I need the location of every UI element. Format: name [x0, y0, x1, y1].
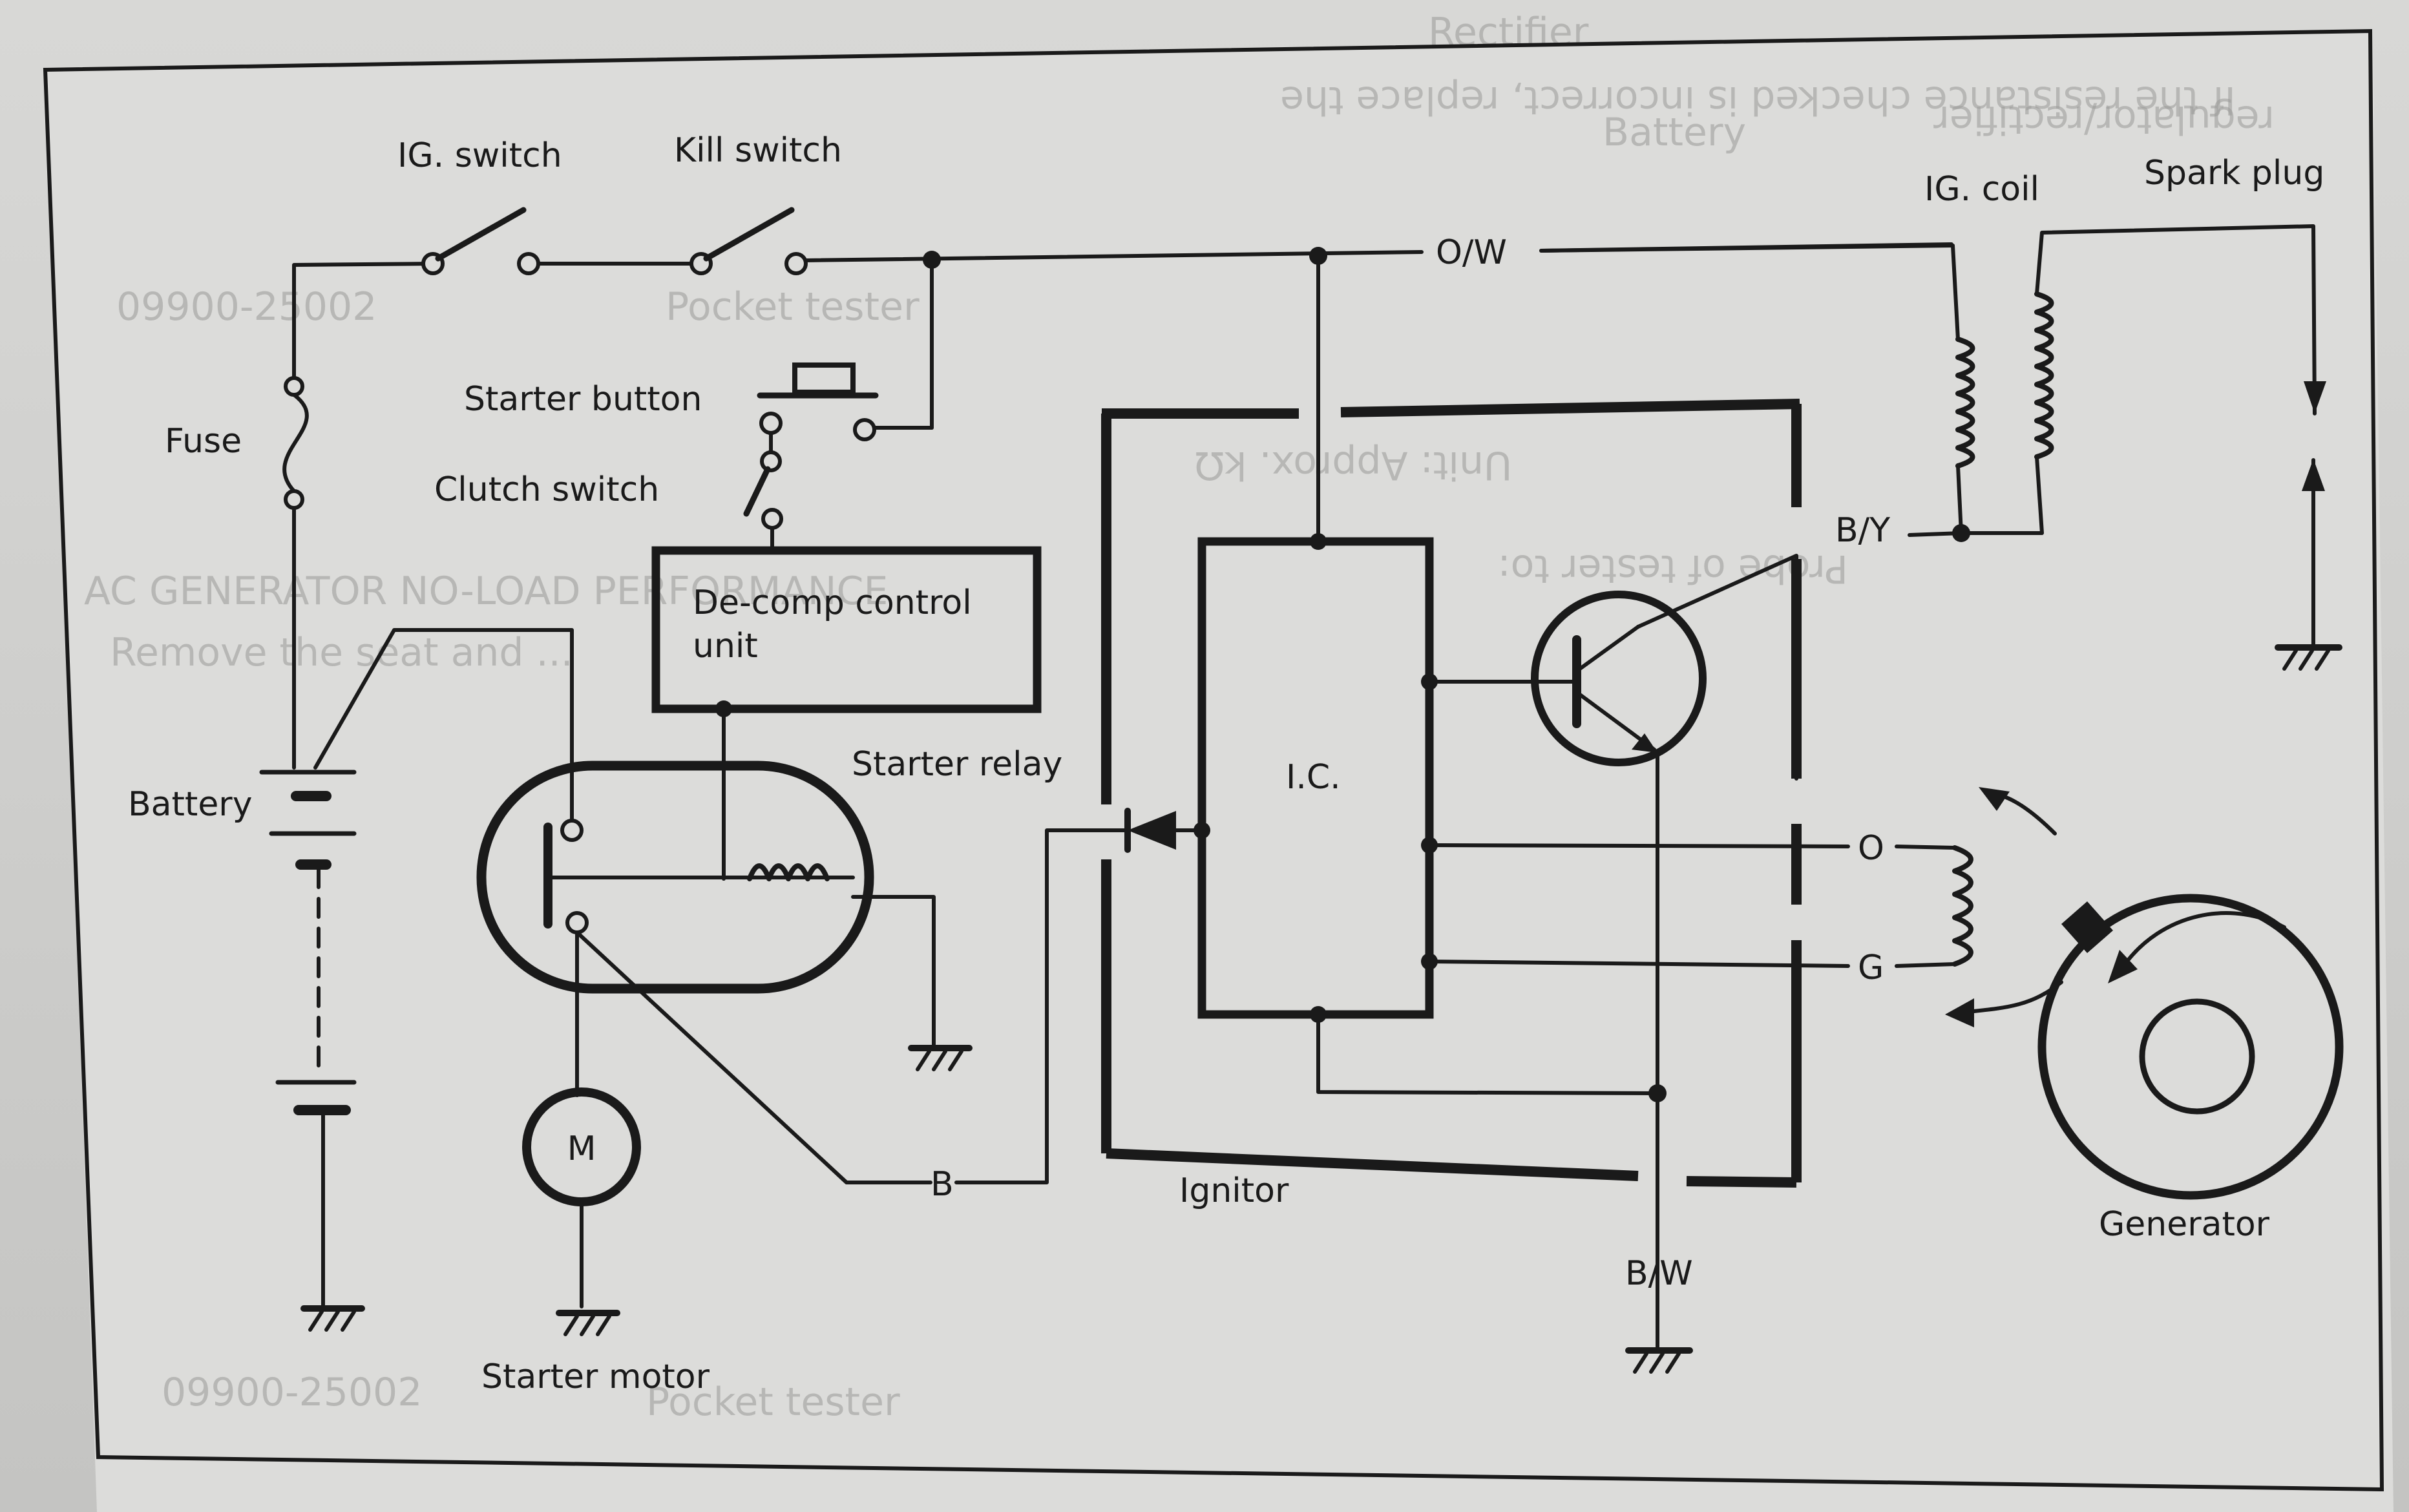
- ghost-text: regulator/rectifier: [1933, 97, 2275, 142]
- labels: IG. switch Kill switch Starter button Cl…: [128, 131, 2324, 1396]
- starter-motor-label: Starter motor: [481, 1358, 710, 1396]
- wire-b-label: B: [931, 1165, 954, 1204]
- rotor-tooth: [2061, 901, 2113, 953]
- kill-switch-label: Kill switch: [674, 131, 842, 170]
- generator: [1895, 787, 2344, 1200]
- ignitor: [1101, 254, 1850, 1352]
- starter-relay-label: Starter relay: [852, 745, 1062, 784]
- spark-plug-label: Spark plug: [2144, 154, 2324, 193]
- transistor: [1531, 591, 1707, 766]
- fuse-label: Fuse: [165, 422, 242, 461]
- ghost-text: AC GENERATOR NO-LOAD PERFORMANCE: [84, 569, 888, 614]
- ghost-text: Probe of tester to:: [1498, 546, 1849, 591]
- decomp-control-unit: [651, 546, 1042, 713]
- spark-plug: [2302, 381, 2326, 648]
- ig-coil: [1539, 224, 2317, 542]
- clutch-switch: [743, 450, 783, 552]
- ic-label: I.C.: [1286, 758, 1341, 797]
- ghost-text: Remove the seat and ...: [110, 630, 573, 675]
- ghost-text: Pocket tester: [666, 284, 920, 330]
- ig-coil-label: IG. coil: [1924, 170, 2039, 209]
- starter-button-label: Starter button: [464, 380, 702, 419]
- generator-label: Generator: [2099, 1205, 2270, 1244]
- starter-button: [757, 258, 934, 454]
- ghost-text: Battery: [1603, 110, 1746, 155]
- ignitor-label: Ignitor: [1179, 1171, 1289, 1210]
- wire-o-label: O: [1858, 829, 1884, 868]
- clutch-switch-label: Clutch switch: [434, 470, 659, 509]
- diode: [1128, 811, 1176, 850]
- show-through-text: Rectifier If the resistance checked is i…: [84, 10, 2275, 1425]
- ig-switch: [421, 207, 697, 275]
- wire-ow-label: O/W: [1436, 233, 1507, 272]
- ghost-text: 09900-25002: [116, 284, 377, 330]
- wire-g-label: G: [1858, 949, 1884, 987]
- decomp-label-line1: De-comp control: [693, 583, 972, 622]
- ig-switch-label: IG. switch: [397, 136, 562, 175]
- supply-wiring: [259, 262, 574, 1308]
- battery-label: Battery: [128, 785, 252, 824]
- decomp-label-line2: unit: [693, 627, 758, 666]
- ghost-text: Pocket tester: [646, 1380, 900, 1425]
- ghost-text: Unit: Approx. kΩ: [1195, 443, 1512, 488]
- starter-relay: [476, 761, 1130, 1184]
- starter-motor: M: [522, 1087, 641, 1308]
- diagram-frame: [43, 28, 2384, 1492]
- wire-by-label: B/Y: [1835, 511, 1890, 550]
- wire-bw-label: B/W: [1625, 1254, 1693, 1293]
- ghost-text: 09900-25002: [162, 1370, 422, 1415]
- motor-symbol: M: [567, 1129, 596, 1168]
- ghost-text: If the resistance checked is incorrect, …: [1280, 78, 2236, 123]
